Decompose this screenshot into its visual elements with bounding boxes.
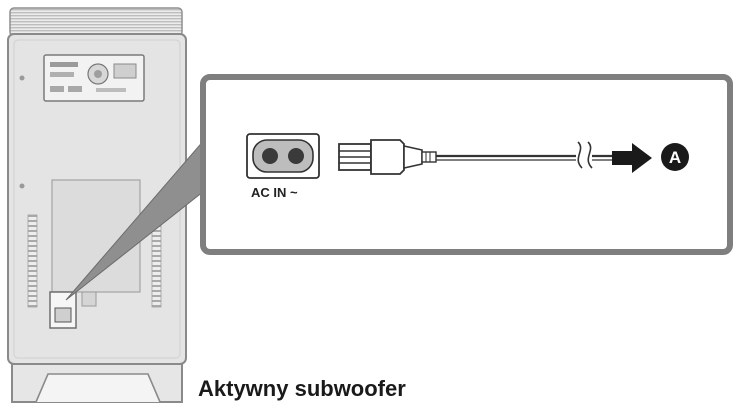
zoom-detail-panel [200,74,733,255]
left-vent [27,214,38,308]
power-plug [338,139,437,175]
top-grille [9,7,183,37]
ac-in-label: AC IN ~ [251,185,298,200]
socket-pin-left-icon [262,148,278,164]
ac-in-socket: AC IN ~ [246,133,320,200]
right-vent [151,224,162,308]
socket-pin-right-icon [288,148,304,164]
callout-a: A [661,143,689,171]
callout-a-letter: A [669,148,681,167]
cable-break-icon [577,141,583,169]
power-cable [436,141,612,169]
arrow-right-icon [612,143,652,173]
caption-aktywny-subwoofer: Aktywny subwoofer [198,376,406,401]
